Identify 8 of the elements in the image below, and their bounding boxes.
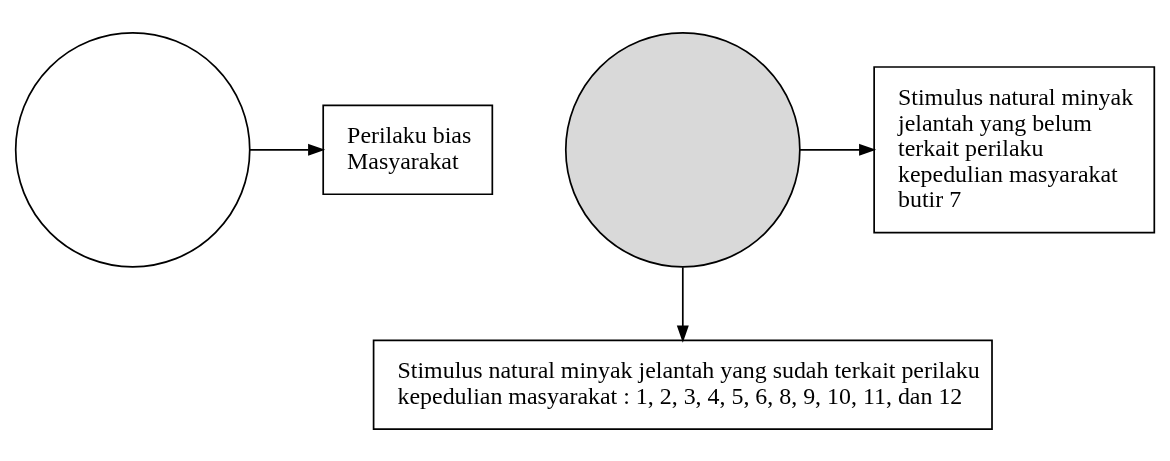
arrow bbox=[799, 143, 877, 156]
node-circle bbox=[564, 31, 801, 268]
node-box: Stimulus natural minyak jelantah yang sudah terkait perilaku kepedulian masyarakat : 1, 2, 3, 4, 5, 6, 8, 9, 10, 11, dan 12 bbox=[372, 338, 993, 430]
node-box: Stimulus natural minyak jelantah yang belum terkait perilaku kepedulian masyarakat butir 7 bbox=[873, 65, 1156, 234]
node-box: Perilaku bias Masyarakat bbox=[322, 104, 494, 195]
arrow bbox=[676, 265, 689, 343]
arrow bbox=[248, 143, 326, 156]
node-circle bbox=[14, 31, 251, 268]
